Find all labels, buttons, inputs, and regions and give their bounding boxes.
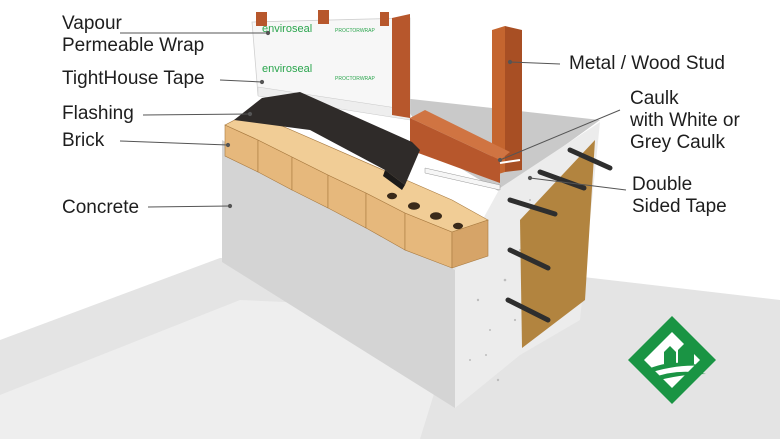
label-vapour-wrap: Vapour Permeable Wrap (62, 13, 204, 57)
metal-wood-stud (492, 26, 505, 176)
stud-tops (256, 10, 389, 26)
double-sided-tape-strip (424, 167, 501, 191)
sill-plate (410, 118, 500, 183)
leader-lines (119, 30, 627, 209)
flashing-lip (383, 170, 405, 190)
rebar-rods (505, 147, 613, 323)
label-double-tape-line-2: Sided Tape (632, 196, 727, 217)
label-caulk-line-3: Grey Caulk (630, 132, 726, 153)
label-caulk: Caulk with White or Grey Caulk (630, 88, 740, 154)
flashing-sheet (234, 92, 420, 185)
caulk-bead (499, 159, 521, 164)
label-double-tape: Double Sided Tape (632, 174, 727, 218)
brick-holes (387, 192, 463, 230)
label-caulk-line-1: Caulk (630, 88, 679, 109)
concrete-front-face (222, 140, 455, 408)
label-stud: Metal / Wood Stud (569, 53, 725, 74)
label-brick: Brick (62, 130, 105, 151)
metal-wood-stud-front (505, 26, 522, 172)
wrap-brand-text-1: enviroseal (262, 23, 312, 35)
house-logo-icon (628, 316, 716, 404)
brick-row (224, 111, 489, 269)
label-double-tape-line-1: Double (632, 174, 693, 195)
wrap-brand-small-1: PROCTORWRAP (335, 28, 375, 34)
label-concrete: Concrete (62, 197, 140, 218)
label-vapour-wrap-line-1: Vapour (62, 13, 122, 34)
label-caulk-line-2: with White or (630, 110, 740, 131)
wrap-brand-small-2: PROCTORWRAP (335, 76, 375, 82)
label-flashing: Flashing (62, 103, 134, 124)
label-tighthouse-tape: TightHouse Tape (62, 68, 205, 89)
label-vapour-wrap-line-2: Permeable Wrap (62, 35, 205, 56)
sill-plate-top (410, 110, 510, 160)
stud-left (392, 14, 410, 118)
insulation-panel (520, 140, 595, 348)
wrap-brand-text-2: enviroseal (262, 63, 312, 75)
